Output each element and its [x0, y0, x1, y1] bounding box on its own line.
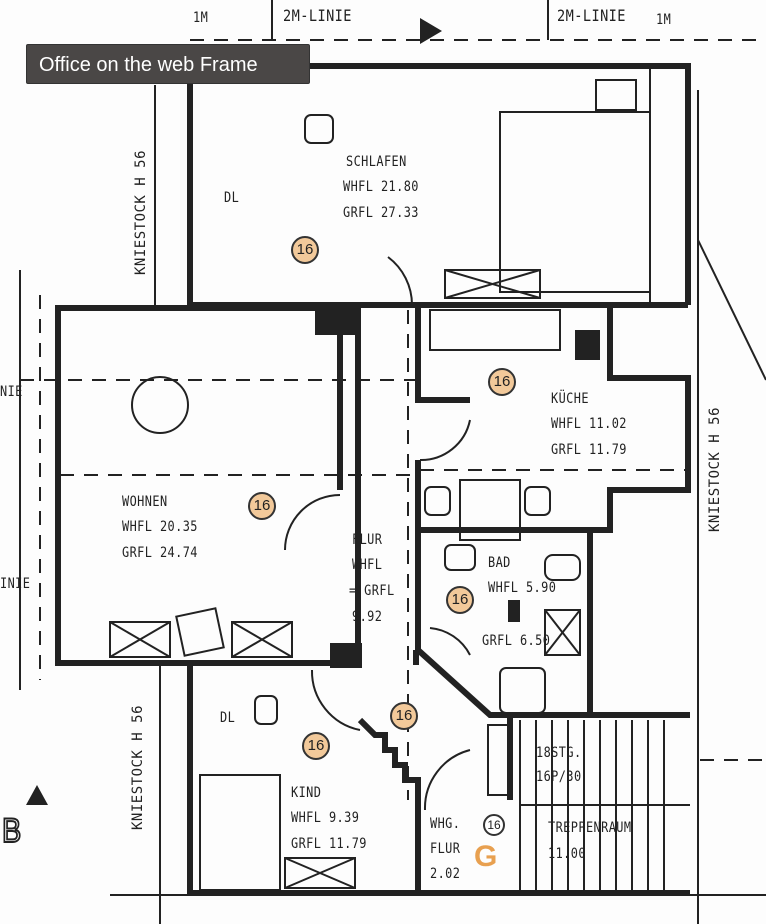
stairs-ratio: 16P/30: [536, 769, 582, 785]
kueche-badge: 16: [488, 368, 516, 396]
treppenraum-value: 11.00: [548, 846, 586, 862]
kind-grfl: GRFL 11.79: [291, 836, 367, 852]
kind-badge: 16: [302, 732, 330, 760]
flur-grfl: = GRFL: [349, 583, 395, 599]
dim-1m-right: 1M: [656, 12, 672, 28]
flur-whfl: WHFL: [352, 557, 383, 573]
wohnen-grfl: GRFL 24.74: [122, 545, 198, 561]
flur-badge: 16: [390, 702, 418, 730]
room-name-whg-flur: FLUR: [430, 841, 461, 857]
section-marker-b: B: [1, 811, 22, 851]
schlafen-grfl: GRFL 27.33: [343, 205, 419, 221]
kind-whfl: WHFL 9.39: [291, 810, 360, 826]
dim-2m-linie-right: 2M-LINIE: [557, 6, 626, 25]
schlafen-dl: DL: [224, 190, 240, 206]
north-arrow-icon: [420, 18, 442, 44]
wohnen-badge: 16: [248, 492, 276, 520]
schlafen-whfl: WHFL 21.80: [343, 179, 419, 195]
room-name-wohnen: WOHNEN: [122, 494, 168, 510]
wohnen-whfl: WHFL 20.35: [122, 519, 198, 535]
room-name-kind: KIND: [291, 785, 322, 801]
room-name-treppenraum: TREPPENRAUM: [548, 820, 632, 836]
room-name-schlafen: SCHLAFEN: [346, 154, 407, 170]
room-name-flur: FLUR: [352, 532, 383, 548]
bad-badge: 16: [446, 586, 474, 614]
kniestock-left-upper: KNIESTOCK H 56: [133, 149, 149, 275]
kind-dl: DL: [220, 710, 236, 726]
whg-flur-badge: 16: [483, 814, 505, 836]
kniestock-left-lower: KNIESTOCK H 56: [130, 704, 146, 830]
room-name-bad: BAD: [488, 555, 511, 571]
dim-linie-upper: NIE: [0, 384, 23, 400]
whg-flur-value: 2.02: [430, 866, 461, 882]
dim-linie-lower: INIE: [0, 576, 31, 592]
bad-whfl: WHFL 5.90: [488, 580, 557, 596]
schlafen-badge: 16: [291, 236, 319, 264]
flur-value: 9.92: [352, 609, 383, 625]
dim-2m-linie-left: 2M-LINIE: [283, 6, 352, 25]
stair-treads: [519, 720, 690, 890]
room-name-whg: WHG.: [430, 816, 461, 832]
tooltip: Office on the web Frame: [26, 44, 310, 84]
kniestock-right: KNIESTOCK H 56: [707, 406, 723, 532]
gas-marker: G: [474, 840, 498, 873]
dim-1m-left: 1M: [193, 10, 209, 26]
room-name-kueche: KÜCHE: [551, 391, 589, 407]
bad-grfl: GRFL 6.50: [482, 633, 551, 649]
section-arrow-icon: [26, 785, 48, 805]
stairs-steps: 18STG.: [536, 745, 582, 761]
kueche-whfl: WHFL 11.02: [551, 416, 627, 432]
kueche-grfl: GRFL 11.79: [551, 442, 627, 458]
